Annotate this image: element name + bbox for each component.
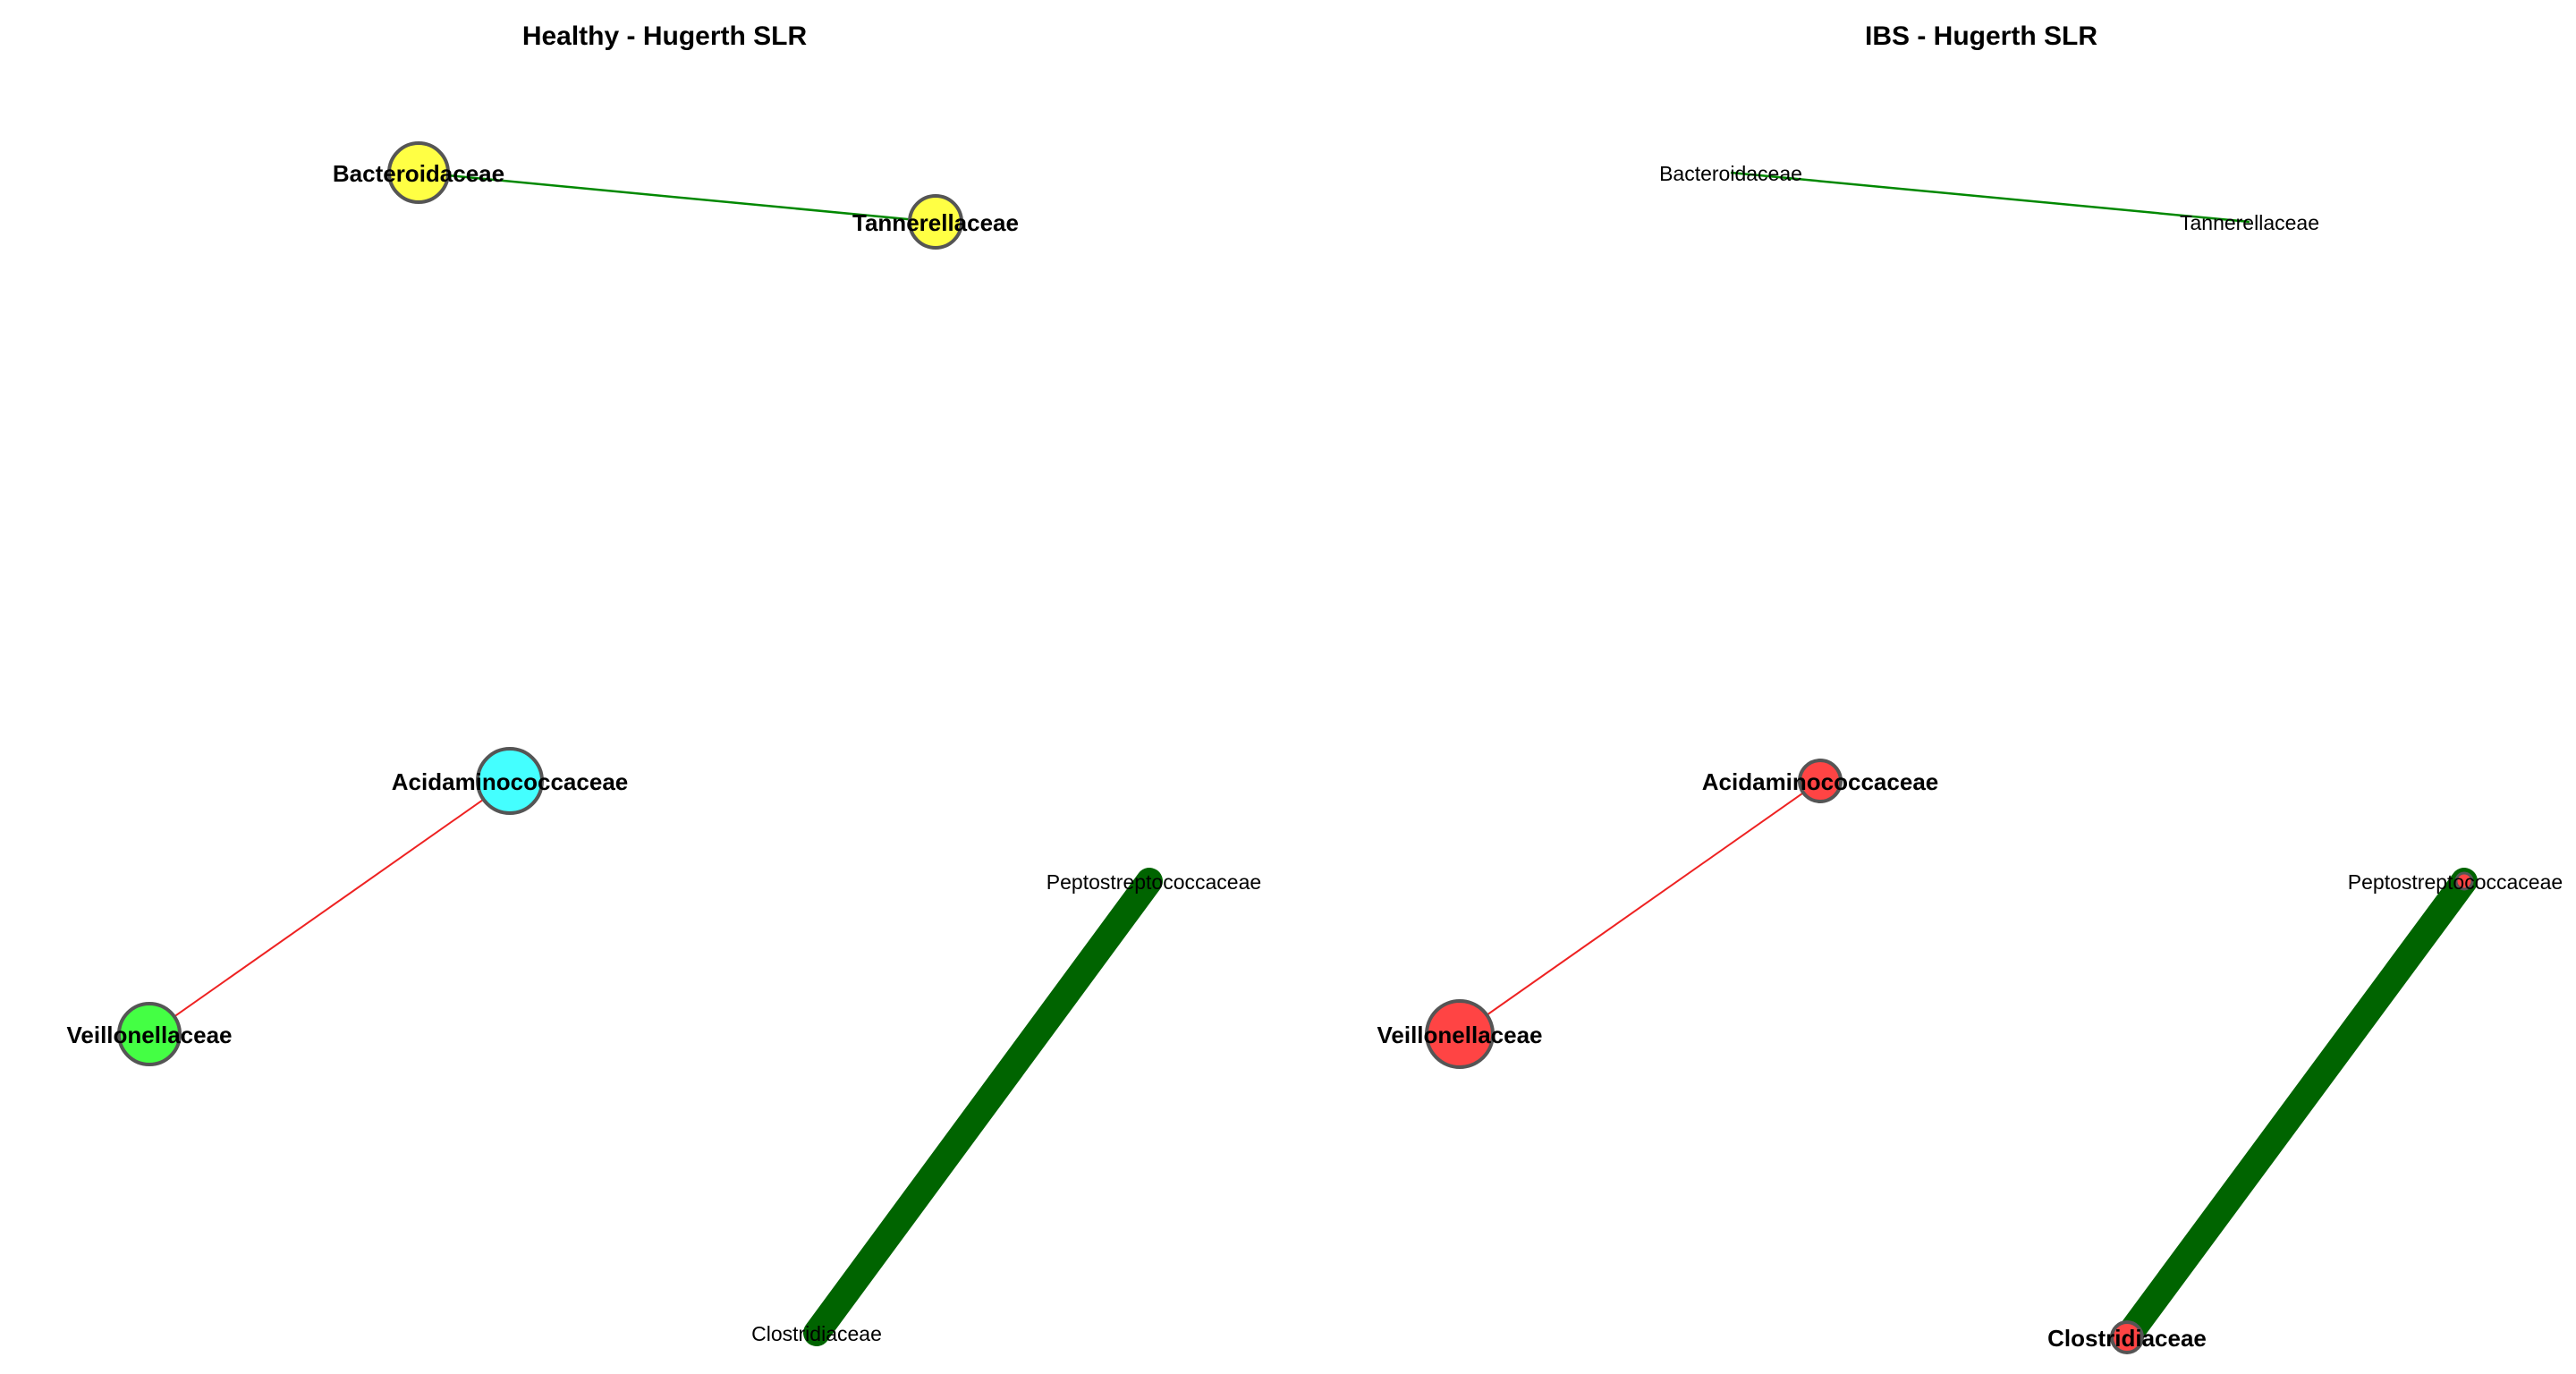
healthy-label-peptostreptococcaceae: Peptostreptococcaceae	[1046, 870, 1261, 894]
healthy-label-veillonellaceae: Veillonellaceae	[66, 1022, 232, 1048]
ibs-label-bacteroidaceae: Bacteroidaceae	[1659, 162, 1802, 185]
ibs-label-veillonellaceae: Veillonellaceae	[1377, 1022, 1542, 1048]
healthy-node-veillonellaceae	[117, 1002, 182, 1066]
healthy-edge-acidaminococcaceae-veillonellaceae	[148, 780, 511, 1035]
ibs-label-acidaminococcaceae: Acidaminococcaceae	[1702, 768, 1938, 795]
healthy-panel: Healthy - Hugerth SLR Bacteroidaceae Tan…	[66, 21, 1261, 1346]
healthy-node-acidaminococcaceae	[476, 747, 544, 815]
healthy-node-bacteroidaceae	[387, 141, 450, 204]
healthy-label-bacteroidaceae: Bacteroidaceae	[333, 160, 504, 187]
ibs-panel: IBS - Hugerth SLR Bacteroidaceae Tannere…	[1377, 21, 2563, 1354]
ibs-node-clostridiaceae	[2110, 1320, 2144, 1354]
ibs-node-peptostreptococcaceae	[2454, 871, 2474, 891]
ibs-edge-acidaminococcaceae-veillonellaceae	[1459, 780, 1821, 1035]
healthy-node-tannerellaceae	[908, 194, 963, 250]
healthy-label-acidaminococcaceae: Acidaminococcaceae	[392, 768, 628, 795]
ibs-panel-title: IBS - Hugerth SLR	[1865, 21, 2097, 51]
ibs-node-veillonellaceae	[1425, 999, 1495, 1069]
ibs-label-peptostreptococcaceae: Peptostreptococcaceae	[2348, 870, 2563, 894]
healthy-edge-bacteroidaceae-tannerellaceae	[418, 171, 936, 224]
ibs-edge-bacteroidaceae-tannerellaceae	[1730, 171, 2250, 224]
healthy-panel-title: Healthy - Hugerth SLR	[522, 21, 808, 51]
ibs-node-acidaminococcaceae	[1798, 759, 1843, 803]
ibs-edge-peptostreptococcaceae-clostridiaceae	[2114, 868, 2478, 1351]
ibs-label-tannerellaceae: Tannerellaceae	[2180, 211, 2319, 234]
healthy-label-clostridiaceae: Clostridiaceae	[751, 1322, 882, 1345]
healthy-label-tannerellaceae: Tannerellaceae	[852, 209, 1019, 236]
ibs-label-clostridiaceae: Clostridiaceae	[2047, 1325, 2207, 1352]
healthy-edge-peptostreptococcaceae-clostridiaceae	[803, 868, 1163, 1346]
